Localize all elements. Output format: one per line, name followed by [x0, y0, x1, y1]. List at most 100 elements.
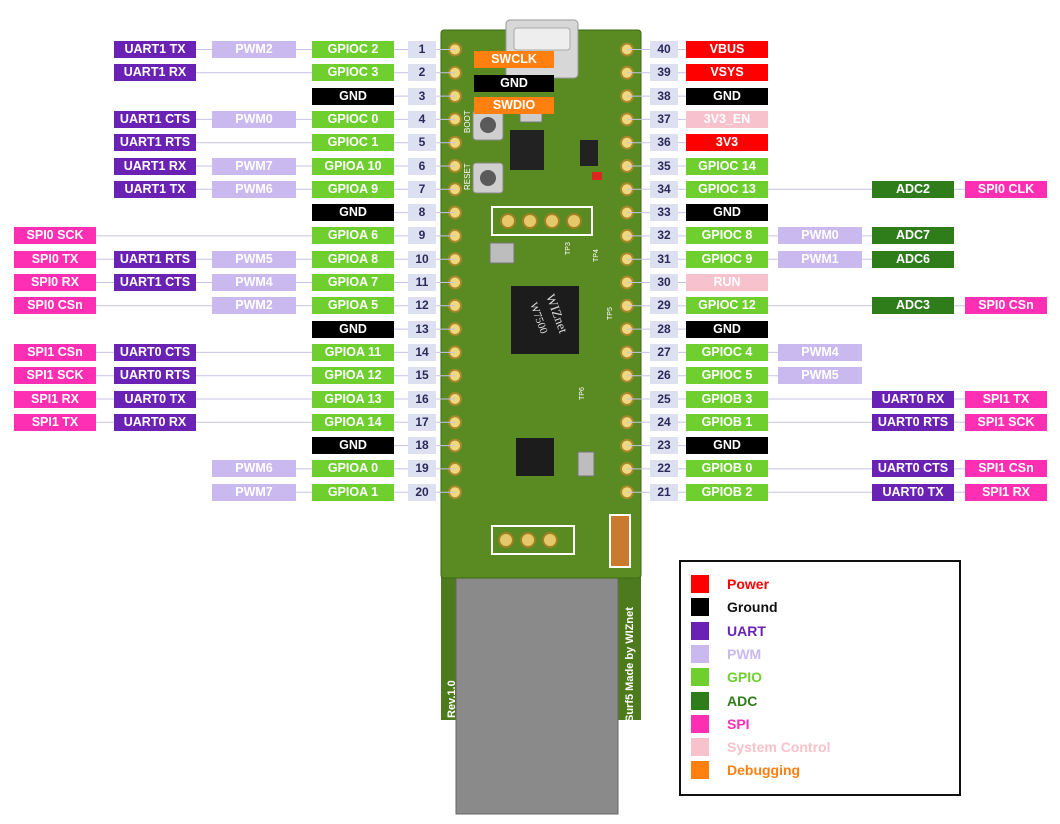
pin-label-system-control: RUN [686, 274, 768, 291]
legend-swatch [691, 738, 709, 757]
pin-label-uart: UART0 RX [114, 413, 196, 431]
pin-number: 22 [650, 460, 678, 478]
legend-label: GPIO [727, 669, 763, 686]
pin-number: 11 [408, 274, 436, 291]
pin-label-ground: GND [312, 87, 394, 105]
pin-label-gpio: GPIOA 8 [312, 250, 394, 268]
pin-number: 39 [650, 64, 678, 82]
pin-label-uart: UART0 CTS [114, 343, 196, 361]
legend-item: Power [691, 574, 769, 594]
pin-number: 30 [650, 274, 678, 291]
small-chip [580, 140, 598, 166]
pin-number: 27 [650, 343, 678, 361]
pin-number: 18 [408, 437, 436, 455]
pin-number: 33 [650, 204, 678, 222]
pin-label-gpio: GPIOC 1 [312, 134, 394, 152]
legend-swatch [691, 691, 709, 710]
pin-label-adc: ADC2 [872, 180, 954, 198]
pin-label-uart: UART1 RTS [114, 250, 196, 268]
legend-swatch [691, 575, 709, 593]
pin-number: 31 [650, 250, 678, 268]
pin-label-uart: UART1 CTS [114, 110, 196, 128]
pin-label-spi: SPI0 RX [14, 274, 96, 291]
pin-number: 36 [650, 134, 678, 152]
pin-label-gpio: GPIOB 0 [686, 460, 768, 478]
pin-label-spi: SPI0 SCK [14, 227, 96, 245]
pin-label-pwm: PWM7 [212, 483, 296, 501]
pin-number: 29 [650, 297, 678, 315]
pcb-text-tp6: TP6 [579, 387, 586, 400]
legend-swatch [691, 668, 709, 687]
phy-chip [516, 438, 554, 476]
pin-number: 38 [650, 87, 678, 105]
pin-label-spi: SPI1 CSn [965, 460, 1047, 478]
pin-label-spi: SPI1 SCK [965, 413, 1047, 431]
pin-label-pwm: PWM1 [778, 250, 862, 268]
pin-number: 15 [408, 367, 436, 385]
pin-label-debugging: SWCLK [474, 51, 554, 68]
legend-item: GPIO [691, 667, 762, 687]
pin-label-uart: UART0 TX [872, 483, 954, 501]
pin-label-spi: SPI1 CSn [14, 343, 96, 361]
pin-number: 35 [650, 157, 678, 175]
pin-label-pwm: PWM2 [212, 297, 296, 315]
pin-number: 26 [650, 367, 678, 385]
pin-label-gpio: GPIOB 3 [686, 390, 768, 408]
rj45-connector [455, 571, 619, 815]
pin-label-spi: SPI1 RX [965, 483, 1047, 501]
pin-number: 37 [650, 110, 678, 128]
pin-label-power: VBUS [686, 41, 768, 58]
pin-label-pwm: PWM2 [212, 41, 296, 58]
legend-label: SPI [727, 715, 750, 732]
pin-number: 20 [408, 483, 436, 501]
pin-number: 10 [408, 250, 436, 268]
pcb-text-tp5: TP5 [607, 307, 614, 320]
pin-label-uart: UART0 RTS [114, 367, 196, 385]
pin-label-pwm: PWM5 [212, 250, 296, 268]
pin-label-system-control: 3V3_EN [686, 110, 768, 128]
pin-label-gpio: GPIOC 13 [686, 180, 768, 198]
pin-number: 19 [408, 460, 436, 478]
pin-number: 21 [650, 483, 678, 501]
legend-label: UART [727, 622, 766, 639]
legend-label: ADC [727, 692, 758, 709]
pin-number: 8 [408, 204, 436, 222]
pin-label-power: VSYS [686, 64, 768, 82]
pin-label-ground: GND [312, 204, 394, 222]
pin-label-pwm: PWM4 [778, 343, 862, 361]
pin-number: 9 [408, 227, 436, 245]
pin-label-pwm: PWM6 [212, 180, 296, 198]
legend-label: Debugging [727, 762, 801, 779]
pin-number: 5 [408, 134, 436, 152]
pin-number: 24 [650, 413, 678, 431]
legend-label: PWM [727, 645, 762, 662]
pin-number: 4 [408, 110, 436, 128]
pin-number: 6 [408, 157, 436, 175]
pin-label-gpio: GPIOA 13 [312, 390, 394, 408]
pin-number: 16 [408, 390, 436, 408]
pin-label-spi: SPI0 CSn [965, 297, 1047, 315]
pin-label-ground: GND [686, 204, 768, 222]
pin-label-gpio: GPIOA 12 [312, 367, 394, 385]
pcb-text-tp4: TP4 [593, 249, 600, 262]
pin-label-uart: UART1 RTS [114, 134, 196, 152]
pin-label-spi: SPI1 TX [14, 413, 96, 431]
pin-label-gpio: GPIOC 14 [686, 157, 768, 175]
pin-label-uart: UART1 CTS [114, 274, 196, 291]
pin-label-gpio: GPIOA 14 [312, 413, 394, 431]
pcb-text-maker: Surf5 Made by WIZnet [624, 607, 636, 722]
pin-label-gpio: GPIOC 3 [312, 64, 394, 82]
pin-label-uart: UART1 TX [114, 41, 196, 58]
pin-number: 3 [408, 87, 436, 105]
pin-label-pwm: PWM7 [212, 157, 296, 175]
regulator-chip [510, 130, 544, 170]
pin-label-spi: SPI0 TX [14, 250, 96, 268]
pcb-text-reset: RESET [463, 163, 472, 190]
pin-label-pwm: PWM4 [212, 274, 296, 291]
pin-label-ground: GND [686, 320, 768, 338]
legend-swatch [691, 598, 709, 617]
pin-label-ground: GND [312, 437, 394, 455]
legend-item: Ground [691, 597, 778, 617]
